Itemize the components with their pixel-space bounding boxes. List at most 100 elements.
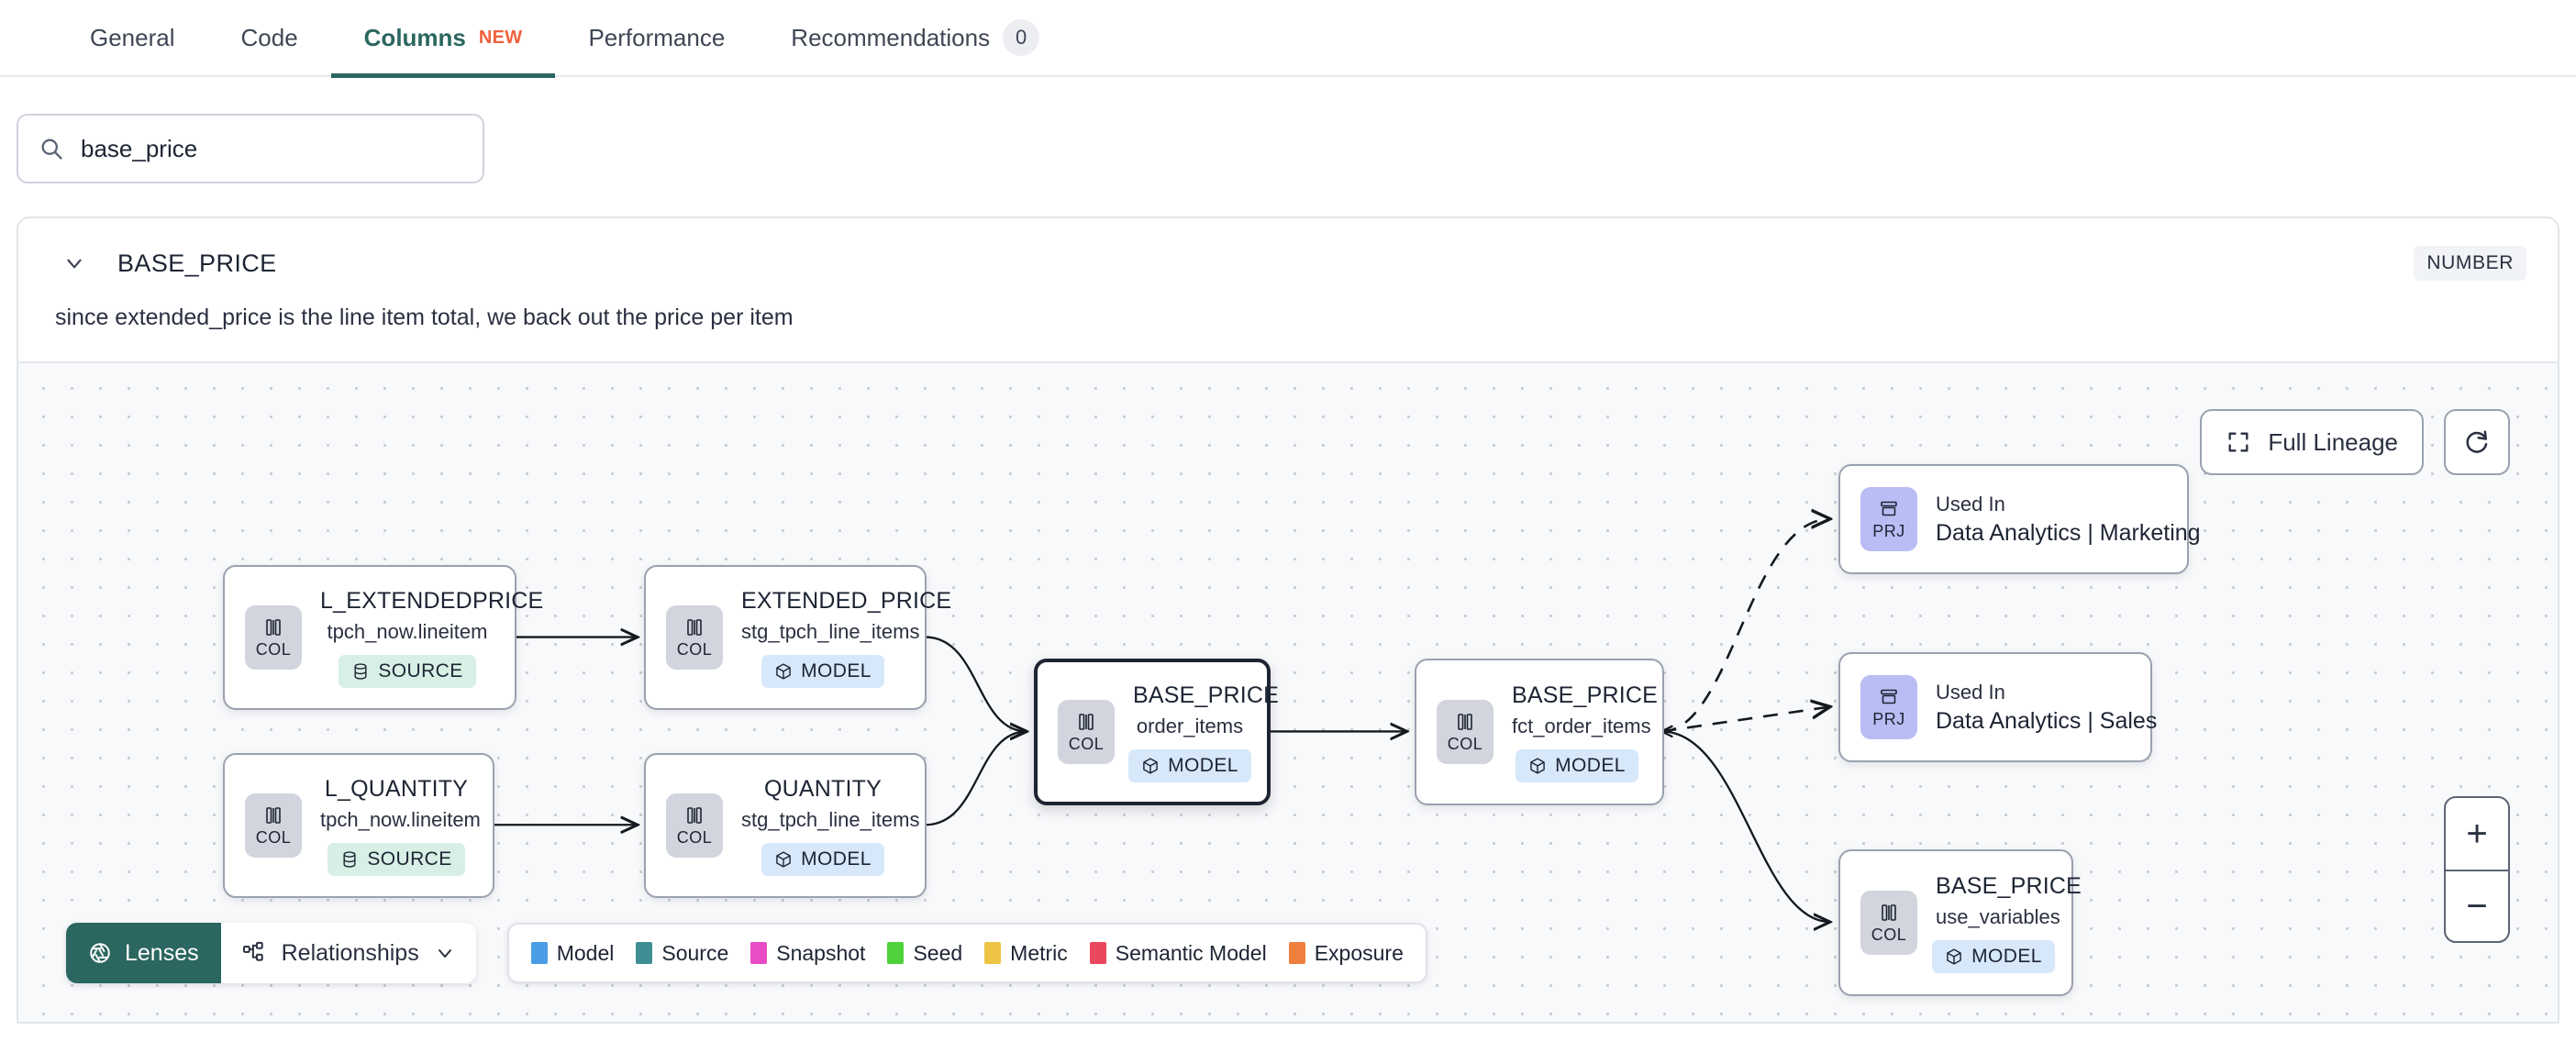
- legend-swatch: [887, 942, 905, 964]
- zoom-out-button[interactable]: −: [2446, 870, 2508, 941]
- node-name: BASE_PRICE: [1936, 872, 2082, 899]
- column-icon: [1882, 903, 1896, 921]
- column-icon: [687, 806, 702, 824]
- legend-item: Seed: [887, 941, 962, 966]
- aperture-icon: [90, 943, 110, 963]
- node-type-badge: COL: [1058, 700, 1115, 764]
- legend-label: Seed: [913, 940, 963, 965]
- node-kind-label: MODEL: [801, 660, 872, 682]
- lineage-node[interactable]: COL L_QUANTITY tpch_now.lineitem SOURCE: [223, 753, 494, 898]
- node-kind-chip: SOURCE: [339, 654, 476, 688]
- node-body: BASE_PRICE fct_order_items MODEL: [1512, 682, 1658, 782]
- tab-general[interactable]: General: [57, 0, 208, 76]
- legend-item: Semantic Model: [1089, 941, 1267, 966]
- node-type-label: COL: [1447, 734, 1483, 753]
- node-body: Used In Data Analytics | Sales: [1936, 681, 2157, 735]
- node-kind-label: MODEL: [1971, 945, 2042, 967]
- lineage-canvas[interactable]: COL L_EXTENDEDPRICE tpch_now.lineitem SO…: [18, 361, 2558, 1022]
- expand-frame-icon: [2228, 432, 2248, 452]
- tab-columns[interactable]: Columns NEW: [330, 0, 556, 78]
- node-body: L_QUANTITY tpch_now.lineitem SOURCE: [320, 775, 481, 876]
- database-icon: [343, 850, 356, 868]
- cube-icon: [1530, 757, 1545, 774]
- tab-recommendations[interactable]: Recommendations 0: [758, 0, 1072, 76]
- column-icon: [266, 806, 281, 824]
- lineage-node[interactable]: COL BASE_PRICE fct_order_items MODEL: [1415, 659, 1664, 805]
- legend-label: Source: [661, 940, 729, 965]
- chevron-down-icon[interactable]: [62, 251, 86, 275]
- legend-swatch: [1288, 942, 1305, 964]
- legend-item: Snapshot: [750, 941, 865, 966]
- relationships-button[interactable]: Relationships: [220, 923, 476, 983]
- lineage-node[interactable]: COL QUANTITY stg_tpch_line_items MODEL: [644, 753, 927, 898]
- node-subtitle: stg_tpch_line_items: [741, 807, 920, 831]
- node-body: BASE_PRICE order_items MODEL: [1128, 682, 1279, 782]
- node-kind-chip: MODEL: [761, 842, 884, 876]
- tab-performance[interactable]: Performance: [555, 0, 758, 76]
- legend-swatch: [636, 942, 653, 964]
- node-kind-chip: MODEL: [1932, 939, 2055, 973]
- search-icon: [41, 139, 62, 160]
- node-body: EXTENDED_PRICE stg_tpch_line_items MODEL: [741, 588, 951, 688]
- node-body: BASE_PRICE use_variables MODEL: [1932, 872, 2082, 973]
- node-type-badge: COL: [666, 793, 723, 858]
- tab-label: Recommendations: [791, 23, 991, 51]
- node-kind-chip: MODEL: [1128, 748, 1251, 782]
- zoom-in-button[interactable]: +: [2466, 814, 2488, 854]
- project-node-label: Used In: [1936, 492, 2005, 515]
- column-icon: [687, 618, 702, 636]
- node-type-label: COL: [676, 827, 713, 847]
- cube-icon: [776, 662, 791, 680]
- lenses-button[interactable]: Lenses: [66, 923, 221, 983]
- legend-item: Metric: [984, 941, 1068, 966]
- node-type-badge: PRJ: [1860, 675, 1917, 739]
- node-kind-label: MODEL: [801, 848, 872, 870]
- cube-icon: [1143, 757, 1158, 774]
- lineage-project-node[interactable]: PRJ Used In Data Analytics | Sales: [1838, 652, 2157, 762]
- canvas-bottom-bar: Lenses Relationships Model: [66, 923, 1427, 983]
- full-lineage-button[interactable]: Full Lineage: [2200, 409, 2424, 475]
- lineage-edges: [494, 363, 2558, 1022]
- search-area: [0, 77, 2576, 183]
- legend-swatch: [1089, 942, 1106, 964]
- database-icon: [354, 662, 367, 680]
- lineage-node[interactable]: COL L_EXTENDEDPRICE tpch_now.lineitem SO…: [223, 565, 543, 710]
- node-body: L_EXTENDEDPRICE tpch_now.lineitem SOURCE: [320, 588, 543, 688]
- zoom-controls: + −: [2444, 796, 2510, 943]
- legend-item: Model: [530, 941, 614, 966]
- node-type-badge: COL: [666, 605, 723, 670]
- column-header: BASE_PRICE NUMBER: [18, 218, 2558, 284]
- search-input[interactable]: [81, 134, 462, 163]
- node-name: L_QUANTITY: [324, 775, 469, 802]
- recommendations-count-badge: 0: [1003, 19, 1040, 56]
- canvas-top-controls: Full Lineage: [2200, 409, 2510, 475]
- legend-swatch: [984, 942, 1002, 964]
- relationships-label: Relationships: [281, 939, 419, 966]
- archive-box-icon: [1881, 689, 1897, 704]
- node-type-badge: PRJ: [1860, 487, 1917, 551]
- node-subtitle: fct_order_items: [1512, 714, 1651, 737]
- column-description: since extended_price is the line item to…: [55, 305, 794, 330]
- lineage-node[interactable]: COL EXTENDED_PRICE stg_tpch_line_items M…: [644, 565, 951, 710]
- tab-label: Performance: [588, 23, 726, 51]
- legend-item: Source: [636, 941, 728, 966]
- tab-label: Code: [240, 23, 298, 51]
- node-type-legend: Model Source Snapshot Seed Metric: [506, 923, 1427, 983]
- project-node-value: Data Analytics | Sales: [1936, 707, 2158, 734]
- column-name: BASE_PRICE: [117, 249, 277, 277]
- column-type-badge: NUMBER: [2414, 246, 2526, 281]
- legend-label: Metric: [1010, 940, 1068, 965]
- lineage-project-node[interactable]: PRJ Used In Data Analytics | Marketing: [1838, 464, 2201, 574]
- node-name: QUANTITY: [764, 775, 882, 802]
- tab-code[interactable]: Code: [208, 0, 331, 76]
- tab-bar: General Code Columns NEW Performance Rec…: [0, 0, 2576, 78]
- refresh-button[interactable]: [2444, 409, 2510, 475]
- node-type-badge: COL: [245, 605, 302, 670]
- legend-swatch: [530, 942, 548, 964]
- node-type-label: COL: [255, 827, 292, 847]
- search-box[interactable]: [17, 114, 484, 183]
- lineage-node-selected[interactable]: COL BASE_PRICE order_items MODEL: [1034, 659, 1279, 805]
- node-type-label: COL: [1068, 734, 1105, 753]
- node-type-badge: COL: [245, 793, 302, 858]
- lineage-node[interactable]: COL BASE_PRICE use_variables MODEL: [1838, 849, 2082, 996]
